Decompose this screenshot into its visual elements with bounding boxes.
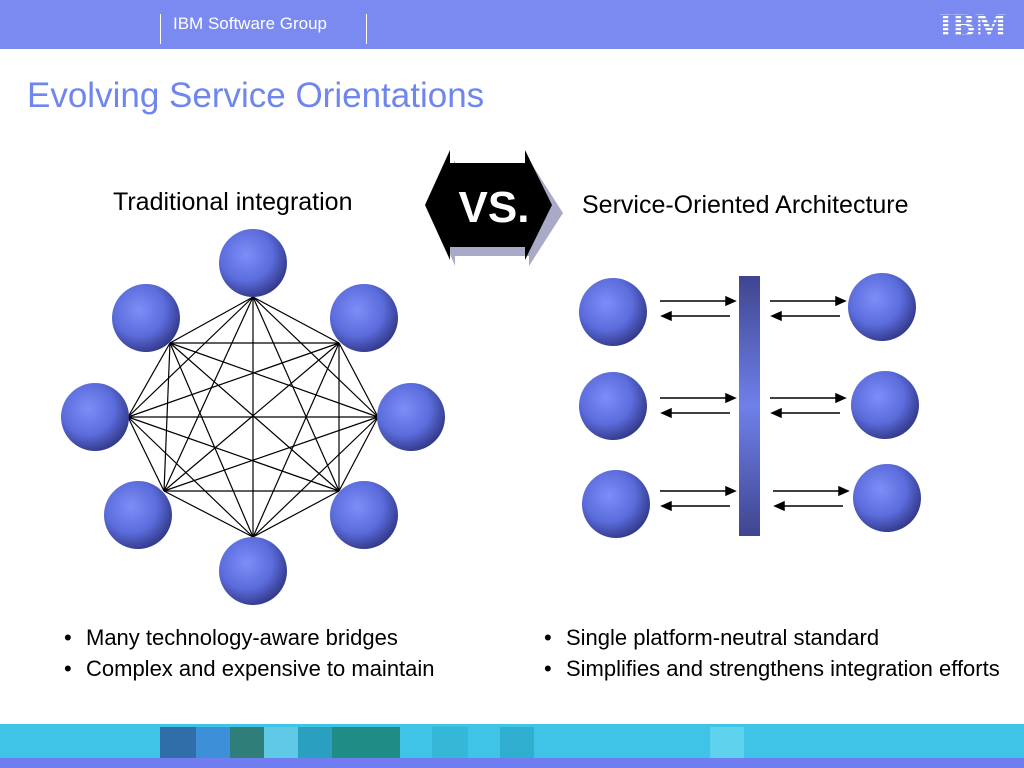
arrow-left-head [770, 407, 782, 419]
mesh-node [330, 284, 398, 352]
header-separator [160, 14, 161, 44]
footer-image-tile [710, 727, 744, 759]
arrow-left-head [773, 500, 785, 512]
mesh-line [127, 342, 340, 418]
mesh-line [127, 416, 254, 538]
mesh-line [169, 296, 254, 344]
vs-arrow-icon: VS. [425, 150, 563, 266]
bullet-item: Many technology-aware bridges [58, 622, 478, 653]
mesh-line [163, 416, 379, 492]
footer-image-tile [230, 727, 264, 759]
mesh-line [163, 490, 254, 538]
footer-image-tile [332, 727, 400, 759]
soa-bullets: Single platform-neutral standard Simplif… [538, 622, 1008, 684]
soa-arrows [660, 295, 850, 512]
mesh-line [252, 296, 340, 344]
mesh-line [127, 416, 340, 492]
mesh-line [169, 342, 254, 538]
footer-image-tile [500, 727, 534, 759]
footer-stripe [0, 758, 1024, 768]
mesh-line [169, 342, 379, 418]
arrow-right-head [725, 392, 737, 404]
soa-node [582, 470, 650, 538]
footer-image-tile [196, 727, 230, 759]
arrow-left-head [660, 407, 672, 419]
mesh-line [252, 342, 340, 538]
soa-node [579, 278, 647, 346]
mesh-line [252, 416, 379, 538]
soa-node [853, 464, 921, 532]
footer-image-tile [432, 727, 468, 759]
mesh-node [377, 383, 445, 451]
footer-image-tile [264, 727, 298, 759]
traditional-bullets: Many technology-aware bridges Complex an… [58, 622, 478, 684]
bullet-item: Simplifies and strengthens integration e… [538, 653, 1008, 684]
header-separator [366, 14, 367, 44]
arrow-right-head [838, 485, 850, 497]
arrow-left-head [770, 310, 782, 322]
ibm-logo: IBM [939, 8, 1007, 40]
mesh-line [252, 296, 379, 418]
arrow-right-head [835, 295, 847, 307]
mesh-node [112, 284, 180, 352]
mesh-node [219, 229, 287, 297]
ibm-logo-text: IBM [939, 8, 1007, 40]
soa-node [579, 372, 647, 440]
mesh-line [127, 342, 171, 418]
arrow-left-head [660, 500, 672, 512]
soa-node [848, 273, 916, 341]
mesh-node [61, 383, 129, 451]
mesh-line [252, 296, 340, 492]
traditional-integration-heading: Traditional integration [113, 188, 353, 216]
mesh-line [127, 416, 165, 492]
mesh-node [219, 537, 287, 605]
mesh-connections [127, 296, 379, 538]
mesh-line [163, 342, 171, 492]
vs-label: VS. [459, 183, 530, 232]
mesh-nodes [61, 229, 445, 605]
soa-node [851, 371, 919, 439]
arrow-right-head [725, 485, 737, 497]
soa-nodes [579, 273, 921, 538]
bullet-item: Complex and expensive to maintain [58, 653, 478, 684]
mesh-line [163, 296, 254, 492]
mesh-line [127, 296, 254, 418]
arrow-right-head [835, 392, 847, 404]
service-bus [739, 276, 760, 536]
soa-heading: Service-Oriented Architecture [582, 191, 909, 219]
slide-title: Evolving Service Orientations [27, 76, 485, 115]
mesh-line [169, 342, 340, 492]
mesh-node [104, 481, 172, 549]
arrow-left-head [660, 310, 672, 322]
footer-image-tile [160, 727, 196, 759]
mesh-line [338, 416, 379, 492]
mesh-line [252, 490, 340, 538]
group-label: IBM Software Group [173, 14, 328, 33]
footer-image-tile [298, 727, 332, 759]
mesh-node [330, 481, 398, 549]
mesh-line [338, 342, 379, 418]
bullet-item: Single platform-neutral standard [538, 622, 1008, 653]
header-bar: IBM Software Group IBM [0, 0, 1024, 49]
arrow-right-head [725, 295, 737, 307]
